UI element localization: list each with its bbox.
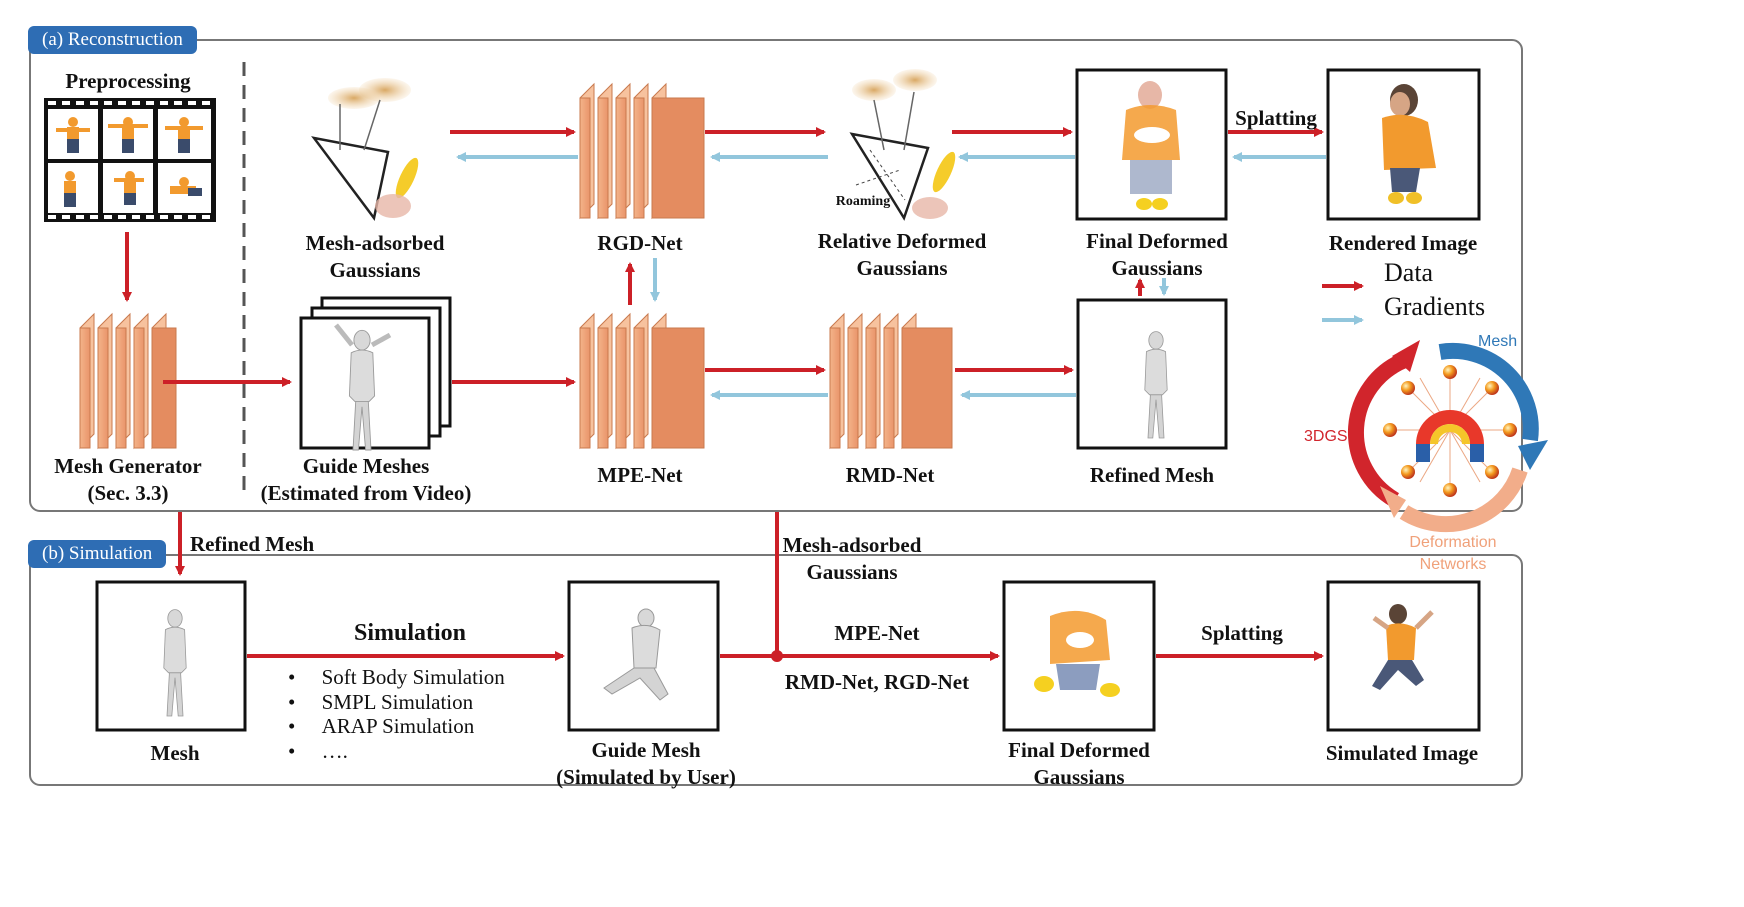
sim-mesh-adsorbed-label-line2: Gaussians (806, 560, 898, 584)
reconstruction-frame (29, 39, 1523, 512)
simulated-image-label: Simulated Image (1325, 741, 1479, 765)
rendered-image-figure (1382, 84, 1436, 204)
legend-data-label: Data (1384, 258, 1434, 287)
sim-guide-mesh-label-line2: (Simulated by User) (556, 765, 736, 789)
sim-mesh-adsorbed-label: Mesh-adsorbed Gaussians (782, 532, 922, 586)
data-arrows (122, 127, 1364, 661)
sim-mesh-adsorbed-label-line1: Mesh-adsorbed (782, 533, 922, 557)
sim-mesh-label: Mesh (150, 741, 200, 765)
guide-meshes-label-line1: Guide Meshes (302, 454, 430, 478)
sim-final-deformed-label: Final Deformed Gaussians (994, 737, 1164, 791)
sim-splatting-label: Splatting (1201, 621, 1283, 645)
simulation-title: Simulation (353, 620, 467, 646)
relative-deformed-gaussians-label: Relative Deformed Gaussians (812, 228, 992, 282)
simulation-method-text: Soft Body Simulation (321, 665, 505, 689)
simulation-method-item: • …. (288, 738, 348, 763)
section-tag-reconstruction: (a) Reconstruction (28, 26, 197, 54)
mesh-adsorbed-gaussians-label-line1: Mesh-adsorbed (305, 231, 445, 255)
simulation-method-text: ARAP Simulation (321, 714, 475, 738)
simulation-method-item: • ARAP Simulation (288, 714, 475, 738)
cycle-mesh-label: Mesh (1478, 333, 1518, 350)
film-strip (44, 98, 216, 222)
mpe-net-label: MPE-Net (597, 463, 683, 487)
final-deformed-gaussians-label: Final Deformed Gaussians (1072, 228, 1242, 282)
sim-final-deformed-figure (1034, 610, 1120, 697)
relative-deformed-gaussians-label-line1: Relative Deformed (817, 229, 987, 253)
sim-final-deformed-label-line2: Gaussians (1033, 765, 1125, 789)
mesh-generator-label: Mesh Generator (Sec. 3.3) (38, 453, 218, 507)
cycle-3dgs-label: 3DGS (1304, 428, 1348, 445)
rgd-net-label: RGD-Net (597, 231, 683, 255)
junction-dot (771, 650, 783, 662)
cycle-deformation-label: Deformation Networks (1400, 532, 1506, 576)
guide-meshes-label: Guide Meshes (Estimated from Video) (256, 453, 476, 507)
final-deformed-gaussians-label-line2: Gaussians (1111, 256, 1203, 280)
sim-rmd-rgd-net-label: RMD-Net, RGD-Net (784, 670, 970, 694)
rendered-image-label: Rendered Image (1328, 231, 1478, 255)
mpe-net-block (579, 313, 705, 449)
roaming-label: Roaming (835, 194, 891, 209)
simulation-method-item: • Soft Body Simulation (288, 665, 505, 689)
sim-guide-mesh-label: Guide Mesh (Simulated by User) (548, 737, 744, 791)
refined-mesh-label: Refined Mesh (1089, 463, 1215, 487)
simulation-method-text: …. (321, 738, 348, 763)
rmd-net-label: RMD-Net (845, 463, 935, 487)
simulated-image-figure (1372, 604, 1434, 690)
relative-deformed-gaussians-label-line2: Gaussians (856, 256, 948, 280)
preprocessing-label: Preprocessing (65, 69, 191, 93)
gradient-arrows (456, 152, 1364, 400)
simulation-method-text: SMPL Simulation (321, 689, 474, 714)
mesh-adsorbed-gaussians-label-line2: Gaussians (329, 258, 421, 282)
sim-mpe-net-label: MPE-Net (834, 621, 920, 645)
guide-mesh-figure (603, 608, 669, 701)
guide-meshes-stack (299, 296, 452, 451)
section-tag-simulation: (b) Simulation (28, 540, 167, 568)
simulation-methods-list: • Soft Body Simulation • SMPL Simulation… (288, 665, 505, 763)
mesh-generator-block (79, 313, 177, 449)
relative-deformed-gaussians-illustration (849, 69, 956, 221)
guide-meshes-label-line2: (Estimated from Video) (260, 481, 472, 505)
sim-refined-mesh-label: Refined Mesh (190, 532, 315, 556)
final-deformed-gaussians-label-line1: Final Deformed (1086, 229, 1228, 253)
simulation-method-item: • SMPL Simulation (288, 689, 474, 714)
mesh-generator-label-line1: Mesh Generator (54, 454, 202, 478)
splatting-label: Splatting (1235, 106, 1317, 130)
cycle-deformation-label-line2: Networks (1419, 556, 1487, 573)
rgd-net-block (579, 83, 705, 219)
legend-gradients-label: Gradients (1384, 292, 1486, 321)
mesh-generator-label-line2: (Sec. 3.3) (87, 481, 169, 505)
rmd-net-block (829, 313, 953, 449)
final-deformed-gaussians-figure (1122, 81, 1180, 210)
cycle-deformation-label-line1: Deformation (1409, 534, 1497, 551)
mesh-adsorbed-gaussians-illustration (311, 78, 419, 221)
sim-final-deformed-label-line1: Final Deformed (1008, 738, 1150, 762)
sim-guide-mesh-label-line1: Guide Mesh (591, 738, 701, 762)
cycle-diagram (1347, 340, 1548, 533)
mesh-adsorbed-gaussians-label: Mesh-adsorbed Gaussians (290, 230, 460, 284)
